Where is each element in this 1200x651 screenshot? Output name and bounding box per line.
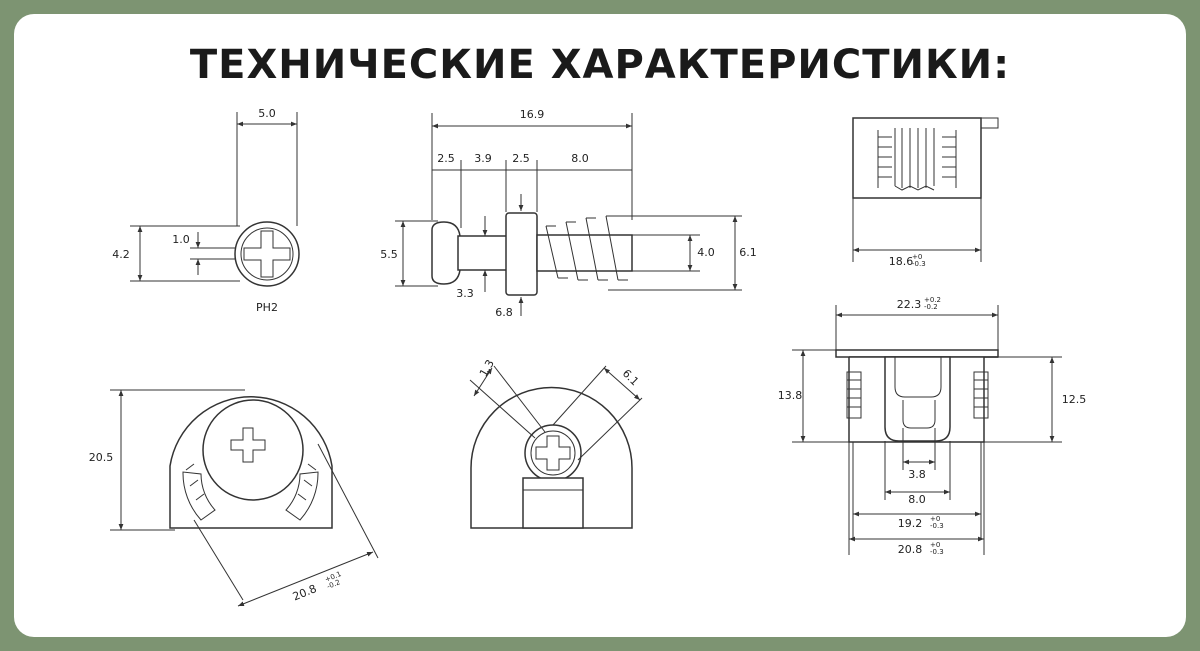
cam-small-slot	[522, 477, 584, 529]
dim-section-outer: 20.8	[898, 543, 923, 556]
dim-section-height-left: 13.8	[778, 389, 803, 402]
dim-head-height: 4.2	[112, 248, 130, 261]
dim-cam-height: 20.5	[89, 451, 114, 464]
dim-cam-width: 18.6	[889, 255, 914, 268]
drive-label: PH2	[256, 301, 278, 314]
dim-cam-width-tol-upper: +0	[912, 253, 922, 261]
screw-head-outline	[234, 221, 300, 287]
dim-section-outer-tol-lower: -0.3	[930, 548, 944, 556]
page-title: ТЕХНИЧЕСКИЕ ХАРАКТЕРИСТИКИ:	[189, 42, 1011, 88]
cam-side-view: 18.6 +0 -0.3	[852, 117, 999, 268]
dim-collar: 6.8	[495, 306, 513, 319]
dim-section-top-width-tol-upper: +0.2	[924, 296, 941, 304]
dim-neck: 3.3	[456, 287, 474, 300]
dim-seg-2: 3.9	[474, 152, 492, 165]
cam-front-view: 20.5 20.8 +0.1 -0.2	[89, 389, 379, 607]
screw-neck	[457, 235, 509, 271]
screw-head-view: 5.0 4.2 1.0 PH2	[112, 107, 300, 314]
dim-cam-diameter: 20.8	[291, 582, 319, 603]
cam-cross-icon	[230, 427, 266, 463]
dim-section-inner: 8.0	[908, 493, 926, 506]
dim-head-width: 5.0	[258, 107, 276, 120]
dim-seg-3: 2.5	[512, 152, 530, 165]
dim-section-height-right: 12.5	[1062, 393, 1087, 406]
dim-head-slot: 1.0	[172, 233, 190, 246]
dim-section-body-tol-lower: -0.3	[930, 522, 944, 530]
cam-section-view: 22.3 +0.2 -0.2 13.8 12.5 3.8 8.0 19.2 +0…	[778, 296, 1087, 556]
cam-side-body	[852, 117, 982, 199]
dim-section-body: 19.2	[898, 517, 923, 530]
dim-seg-4: 8.0	[571, 152, 589, 165]
dim-section-top-width: 22.3	[897, 298, 922, 311]
dim-section-inner-small: 3.8	[908, 468, 926, 481]
dim-thread-core: 4.0	[697, 246, 715, 259]
screw-head-side	[431, 221, 461, 285]
dim-total-length: 16.9	[520, 108, 545, 121]
dim-cam-width-tol-lower: -0.3	[912, 260, 926, 268]
dim-seg-1: 2.5	[437, 152, 455, 165]
dim-section-body-tol-upper: +0	[930, 515, 940, 523]
dim-thread-outer: 6.1	[739, 246, 757, 259]
cam-small-bore	[524, 424, 582, 482]
dim-head-size: 5.5	[380, 248, 398, 261]
dim-section-outer-tol-upper: +0	[930, 541, 940, 549]
screw-side-view: 16.9 2.5 3.9 2.5 8.0 5.5 3.3 6.8 4.0 6	[380, 108, 757, 319]
screw-thread-core	[536, 234, 633, 272]
cam-section-flange	[835, 349, 999, 358]
phillips-cross-icon	[243, 230, 291, 278]
dim-section-top-width-tol-lower: -0.2	[924, 303, 938, 311]
screw-collar	[505, 212, 538, 296]
cam-small-cross-icon	[535, 435, 571, 471]
cam-small-view: 1.3 6.1	[469, 357, 643, 529]
dim-cam-slot: 1.3	[477, 357, 497, 379]
